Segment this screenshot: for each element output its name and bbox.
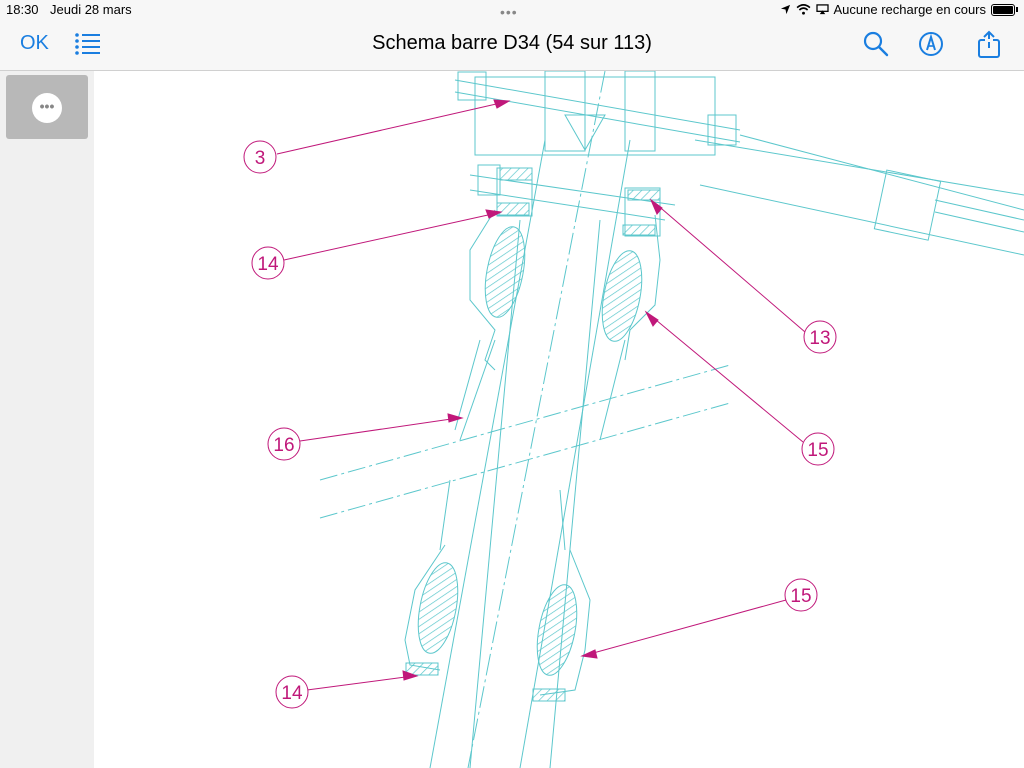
callout-16: 16 — [267, 427, 301, 461]
battery-nub — [1016, 7, 1018, 12]
callout-label: 3 — [255, 148, 266, 169]
status-bar: 18:30 Jeudi 28 mars ••• Aucune recharge … — [0, 0, 1024, 20]
thumbnail-more-button[interactable]: ••• — [32, 93, 62, 123]
top-toolbar: OK Schema barre D34 (54 sur 113) — [0, 20, 1024, 71]
battery-text: Aucune recharge en cours — [833, 2, 986, 17]
callout-15-upper: 15 — [801, 432, 835, 466]
callout-label: 16 — [273, 435, 294, 456]
callout-label: 15 — [790, 586, 811, 607]
done-button[interactable]: OK — [20, 32, 49, 54]
callout-label: 13 — [809, 328, 830, 349]
location-icon — [780, 4, 790, 15]
callout-14-upper: 14 — [251, 246, 285, 280]
share-icon[interactable] — [975, 30, 1003, 58]
page-thumbnail[interactable]: ••• — [6, 75, 88, 139]
search-icon[interactable] — [862, 30, 890, 58]
status-time: 18:30 — [6, 2, 39, 17]
callout-label: 15 — [807, 440, 828, 461]
technical-drawing: 3 14 13 16 15 15 14 — [243, 71, 1024, 768]
pdf-page-view[interactable]: 3 14 13 16 15 15 14 — [94, 71, 1024, 768]
callout-3: 3 — [243, 140, 277, 174]
callout-13: 13 — [803, 320, 837, 354]
battery-icon — [991, 3, 1015, 16]
markup-icon[interactable] — [917, 30, 945, 58]
screen-mirror-icon — [815, 4, 829, 15]
list-icon[interactable] — [74, 31, 102, 57]
thumbnail-sidebar: ••• — [0, 71, 94, 768]
multitasking-dots[interactable]: ••• — [500, 4, 518, 20]
status-right: Aucune recharge en cours — [780, 2, 1018, 17]
callout-15-lower: 15 — [784, 578, 818, 612]
callout-label: 14 — [257, 254, 279, 275]
status-date: Jeudi 28 mars — [50, 2, 132, 17]
callout-label: 14 — [281, 683, 303, 704]
callout-14-lower: 14 — [275, 675, 309, 709]
wifi-icon — [796, 4, 810, 15]
